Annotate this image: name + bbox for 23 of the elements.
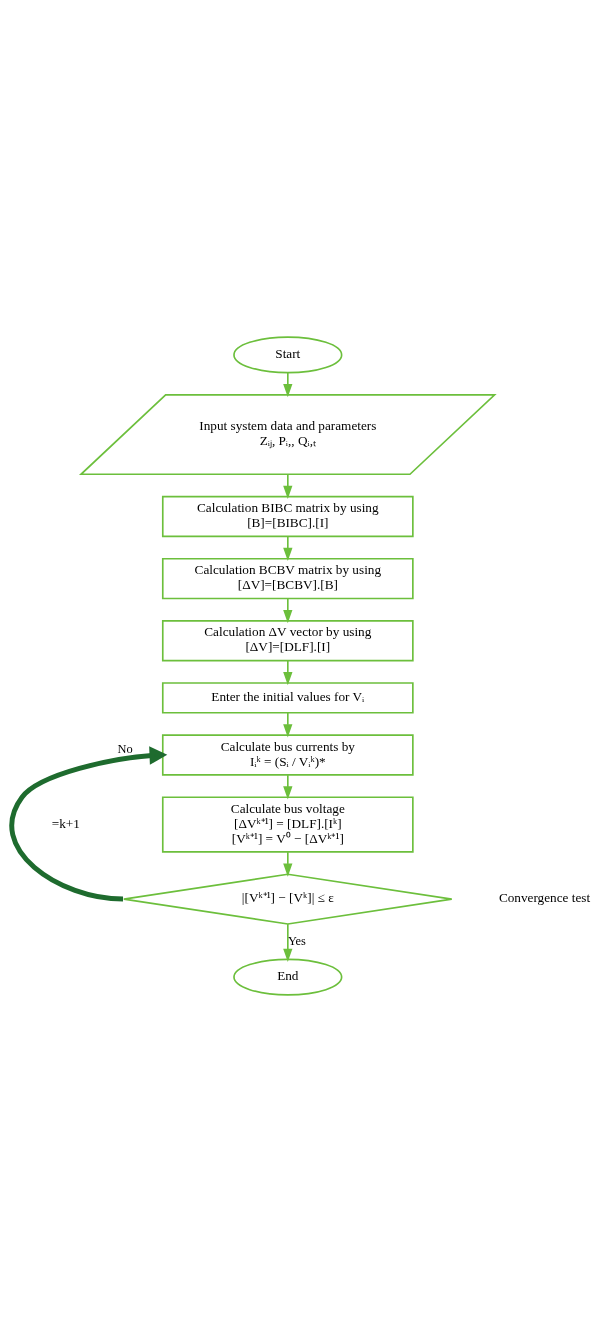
node-diamond: |[Vᵏ⁺¹] − [Vᵏ]| ≤ ε <box>123 872 453 925</box>
edge-label: Yes <box>287 933 306 948</box>
arrow <box>283 773 293 800</box>
arrow <box>283 535 293 561</box>
arrow <box>9 745 168 902</box>
label: =k+1 <box>51 815 80 831</box>
node-label: Convergence test <box>498 889 591 905</box>
arrow <box>283 922 293 962</box>
edge-label: No <box>117 741 133 756</box>
arrow <box>283 597 293 623</box>
node-box: Calculation BIBC matrix by using [B]=[BIBC].[I] <box>161 495 414 537</box>
node-box: Enter the initial values for Vᵢ <box>161 681 414 714</box>
node-ellipse: Start <box>233 335 343 373</box>
arrow <box>283 371 293 397</box>
node-box: Calculate bus currents by Iᵢᵏ = (Sᵢ / Vᵢᵏ)* <box>161 733 414 776</box>
node-box: Calculate bus voltage [ΔVᵏ⁺¹] = [DLF].[Iᵏ] [Vᵏ⁺¹] = V⁰ − [ΔVᵏ⁺¹] <box>161 795 414 853</box>
arrow <box>283 473 293 499</box>
node-box: Calculation ΔV vector by using [ΔV]=[DLF].[I] <box>161 619 414 661</box>
node-ellipse: End <box>233 958 343 996</box>
arrow <box>283 850 293 877</box>
arrow <box>283 711 293 737</box>
arrow <box>283 659 293 685</box>
node-box: Calculation BCBV matrix by using [ΔV]=[BCBV].[B] <box>161 557 414 599</box>
